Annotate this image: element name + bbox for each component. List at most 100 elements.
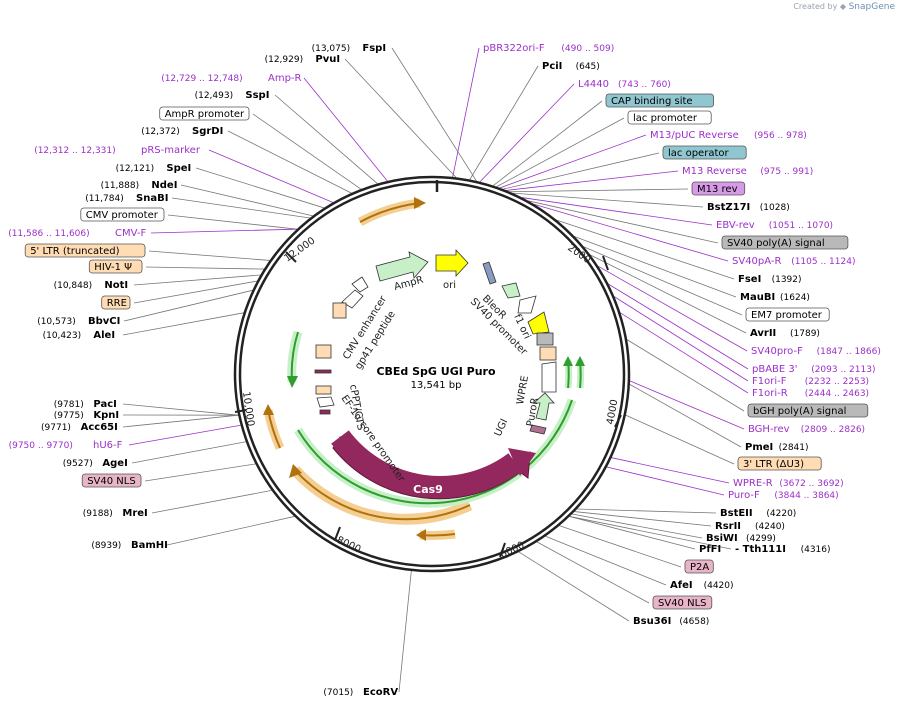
position-label: (9750 .. 9770)	[9, 441, 73, 451]
primer-label: (2232 .. 2253)F1ori-F	[752, 376, 869, 387]
leader-line	[479, 83, 575, 183]
feature-label: 5' LTR (truncated)	[24, 243, 146, 258]
feature-label: lac operator	[662, 145, 747, 160]
leader-line	[620, 312, 749, 394]
plasmid-size: 13,541 bp	[411, 380, 462, 391]
leader-line	[502, 152, 660, 190]
feature-name: EM7 promoter	[751, 310, 823, 321]
site-name: PfFI	[699, 544, 721, 555]
peach-left-3	[315, 385, 332, 395]
leader-line	[180, 184, 313, 217]
puror-arrow	[532, 392, 555, 421]
snapgene-credit: Created by ◆ SnapGene	[793, 2, 895, 12]
position-label: (11,888)	[101, 181, 140, 191]
credit-brand: SnapGene	[848, 2, 895, 12]
site-name: NotI	[104, 280, 128, 291]
leader-line	[576, 508, 717, 514]
feature-name: CMV promoter	[86, 210, 159, 221]
primer-label: (3844 .. 3864)Puro-F	[728, 490, 839, 501]
leader-line	[574, 236, 737, 298]
leader-line	[583, 246, 743, 316]
position-label: (743 .. 760)	[618, 80, 671, 90]
feature-name: M13 rev	[697, 184, 738, 195]
leader-line	[131, 441, 247, 464]
enzyme-label: (12,372)SgrDI	[141, 126, 223, 137]
leader-line	[274, 94, 378, 184]
primer-label: (9750 .. 9770)hU6-F	[9, 440, 123, 451]
position-label: (9771)	[41, 423, 71, 433]
primer-label: (1105 .. 1124)SV40pA-R	[732, 256, 855, 267]
ori-label: ori	[443, 280, 456, 291]
leader-line	[509, 188, 689, 193]
position-label: (4299)	[746, 534, 776, 544]
enzyme-label: (1392)FseI	[738, 274, 802, 285]
site-name: MauBI	[740, 292, 775, 303]
leader-line	[227, 130, 352, 194]
sv40-promoter-arrow	[517, 295, 537, 314]
leader-line	[597, 265, 748, 352]
feature-label: P2A	[684, 559, 714, 574]
primer-label: (12,312 .. 12,331)pRS-marker	[34, 145, 201, 156]
feature-name: HIV-1 Ψ	[94, 262, 132, 273]
bottom-orange-arrow-icon	[289, 464, 302, 478]
ruler-ticks	[234, 251, 622, 558]
enzyme-label: (7015)EcoRV	[323, 687, 398, 698]
site-name: SgrDI	[192, 126, 223, 137]
ruler-label: 10,000	[240, 391, 256, 427]
leader-line	[145, 266, 265, 270]
enzyme-label: (9527)AgeI	[63, 458, 128, 469]
leader-line	[151, 489, 272, 514]
site-name: PvuI	[315, 54, 340, 65]
cas9-label: Cas9	[413, 483, 443, 496]
leader-line	[571, 513, 703, 539]
label-leader-lines	[122, 47, 749, 693]
primer-label: (3672 .. 3692)WPRE-R	[733, 478, 844, 489]
peach-block	[539, 346, 557, 361]
site-name: CMV-F	[115, 228, 146, 239]
enzyme-label: (4220)BstEII	[720, 508, 796, 519]
site-name: KpnI	[93, 410, 119, 421]
position-label: (1028)	[760, 203, 790, 213]
site-name: MreI	[122, 508, 147, 519]
plasmid-name: CBEd SpG UGI Puro	[376, 365, 496, 378]
feature-name: SV40 NLS	[87, 476, 136, 487]
feature-label: SV40 NLS	[81, 473, 142, 488]
enzyme-label: (4240)RsrII	[715, 521, 785, 532]
leader-line	[303, 77, 388, 182]
position-label: (4420)	[704, 581, 734, 591]
leader-line	[614, 296, 749, 382]
leader-line	[148, 250, 270, 261]
ampr-label: AmpR	[393, 275, 425, 293]
site-name: Acc65I	[81, 422, 118, 433]
top-orange-arc	[357, 198, 421, 226]
feature-label: CAP binding site	[605, 93, 714, 108]
enzyme-label: (9771) Acc65I	[41, 422, 118, 433]
position-label: (9188)	[83, 509, 113, 519]
leader-line	[521, 197, 713, 226]
position-label: (1624)	[780, 293, 810, 303]
pink-left-2	[319, 409, 331, 415]
feature-label: lac promoter	[627, 110, 712, 125]
site-name: BGH-rev	[748, 424, 790, 435]
primer-label: (12,729 .. 12,748)Amp-R	[161, 73, 301, 84]
position-label: (645)	[576, 62, 600, 72]
enzyme-label: (12,493)SspI	[195, 90, 270, 101]
position-label: (8939)	[91, 541, 121, 551]
enzyme-label: (12,929)PvuI	[265, 54, 340, 65]
enzyme-label: (12,121)SpeI	[116, 163, 192, 174]
site-name: - Tth111I	[735, 544, 786, 555]
primer-label: (975 .. 991)M13 Reverse	[682, 166, 813, 177]
leader-line	[569, 516, 696, 550]
leader-line	[556, 219, 735, 280]
site-name: AgeI	[102, 458, 127, 469]
ampr-arrow	[375, 251, 429, 282]
position-label: (9775)	[54, 411, 84, 421]
site-name: SV40pA-R	[732, 256, 781, 267]
leader-line	[195, 167, 325, 209]
feature-labels: (13,075)FspI(12,929)PvuI(12,729 .. 12,74…	[8, 43, 881, 698]
feature-name: 5' LTR (truncated)	[30, 246, 119, 257]
site-name: BstEII	[720, 508, 753, 519]
cmv-promoter-arrow	[351, 276, 369, 293]
site-name: BbvCI	[88, 316, 120, 327]
